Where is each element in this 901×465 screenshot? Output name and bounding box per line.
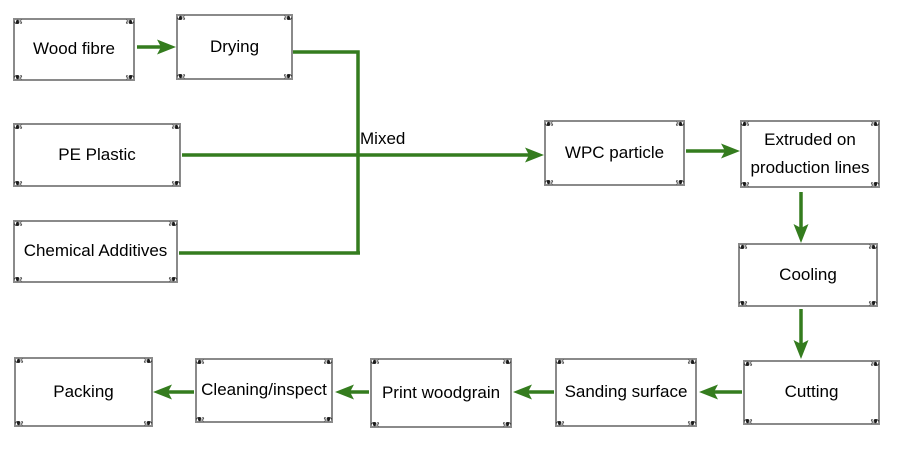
corner-ornament-icon [124,16,136,28]
node-wpc-particle: WPC particle [544,120,685,186]
node-label: Sanding surface [564,382,688,402]
node-extruded: Extruded on production lines [740,120,880,188]
node-label: Print woodgrain [381,382,501,402]
node-sanding-surface: Sanding surface [555,358,697,427]
corner-ornament-icon [369,356,381,368]
corner-ornament-icon [674,118,686,130]
corner-ornament-icon [167,218,179,230]
edge-label-mixed: Mixed [360,129,406,148]
edge-cleaning-packing [153,384,194,400]
corner-ornament-icon [322,356,334,368]
node-print-woodgrain: Print woodgrain [370,358,512,428]
node-label: Cutting [784,382,839,402]
edge-drying-mix-junction [293,50,360,253]
corner-ornament-icon [142,355,154,367]
corner-ornament-icon [742,358,754,370]
corner-ornament-icon [501,356,513,368]
edge-extruded-cooling [793,192,809,243]
node-pe-plastic: PE Plastic [13,123,181,187]
node-cooling: Cooling [738,243,878,307]
node-label: Drying [209,36,260,56]
corner-ornament-icon [12,16,24,28]
edge-wood-fibre-drying [137,39,176,55]
node-label: Chemical Additives [23,241,168,261]
corner-ornament-icon [175,12,187,24]
node-drying: Drying [176,14,293,80]
corner-ornament-icon [12,218,24,230]
edge-cutting-sanding [699,384,742,400]
node-packing: Packing [14,357,153,427]
edge-cooling-cutting [793,309,809,359]
corner-ornament-icon [282,12,294,24]
node-label: PE Plastic [58,144,136,164]
corner-ornament-icon [194,356,206,368]
corner-ornament-icon [170,121,182,133]
node-label: WPC particle [564,142,665,162]
corner-ornament-icon [737,241,749,253]
corner-ornament-icon [867,241,879,253]
corner-ornament-icon [12,121,24,133]
corner-ornament-icon [543,118,555,130]
node-cleaning-inspect: Cleaning/inspect [195,358,333,423]
corner-ornament-icon [869,358,881,370]
node-cutting: Cutting [743,360,880,425]
node-label: Cleaning/inspect [201,380,327,400]
edge-wpc-particle-extruded [686,143,740,159]
node-chemical-additives: Chemical Additives [13,220,178,283]
corner-ornament-icon [686,356,698,368]
edge-mix-wpc-particle [182,147,544,163]
node-wood-fibre: Wood fibre [13,18,135,81]
node-label: Wood fibre [33,39,115,59]
node-label: Extruded on production lines [750,129,870,177]
edge-print-cleaning [335,384,369,400]
corner-ornament-icon [554,356,566,368]
corner-ornament-icon [13,355,25,367]
node-label: Packing [53,381,114,401]
node-label: Cooling [779,264,837,284]
edge-sanding-print [513,384,554,400]
